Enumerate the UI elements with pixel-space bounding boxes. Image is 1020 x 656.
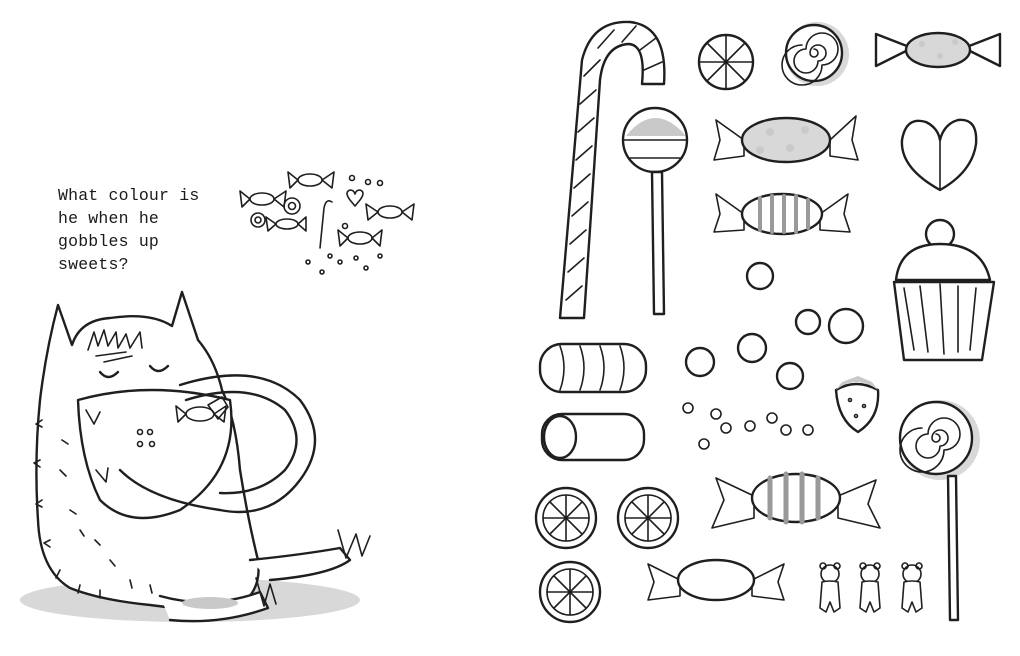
page-caption: What colour is he when he gobbles up swe… [58, 184, 233, 276]
wrapped-candy-icon [874, 31, 1002, 69]
lollipop-icon [621, 106, 689, 316]
swirl-lollipop-icon [898, 400, 980, 622]
caption-line-2: he when he [58, 209, 160, 228]
swirl-candy-icon [781, 22, 849, 86]
large-wrapped-candy-icon [711, 471, 881, 529]
candy-cane-icon [558, 20, 666, 320]
small-dot-candies-icon [682, 402, 814, 450]
round-candy-icon [697, 33, 755, 91]
caption-line-4: sweets? [58, 255, 129, 274]
candy-pile-icon [239, 171, 415, 275]
monster-eating-candy-illustration [20, 290, 371, 623]
caption-line-1: What colour is [58, 186, 200, 205]
cupcake-icon [892, 218, 996, 362]
twisted-roll-candy-icon [538, 342, 648, 394]
citrus-slice-candies-icon [534, 486, 680, 624]
striped-wrapped-candy-icon [713, 192, 851, 236]
sweets-illustrations [534, 20, 1002, 624]
strawberry-candy-icon [834, 376, 880, 434]
ring-candies-icon [684, 261, 865, 391]
tube-candy-icon [540, 412, 646, 462]
bottom-wrapped-candy-icon [647, 558, 785, 602]
heart-candy-icon [900, 118, 978, 192]
gummy-bears-icon [819, 562, 923, 613]
caption-line-3: gobbles up [58, 232, 160, 251]
spotted-wrapped-candy-icon [713, 115, 859, 164]
